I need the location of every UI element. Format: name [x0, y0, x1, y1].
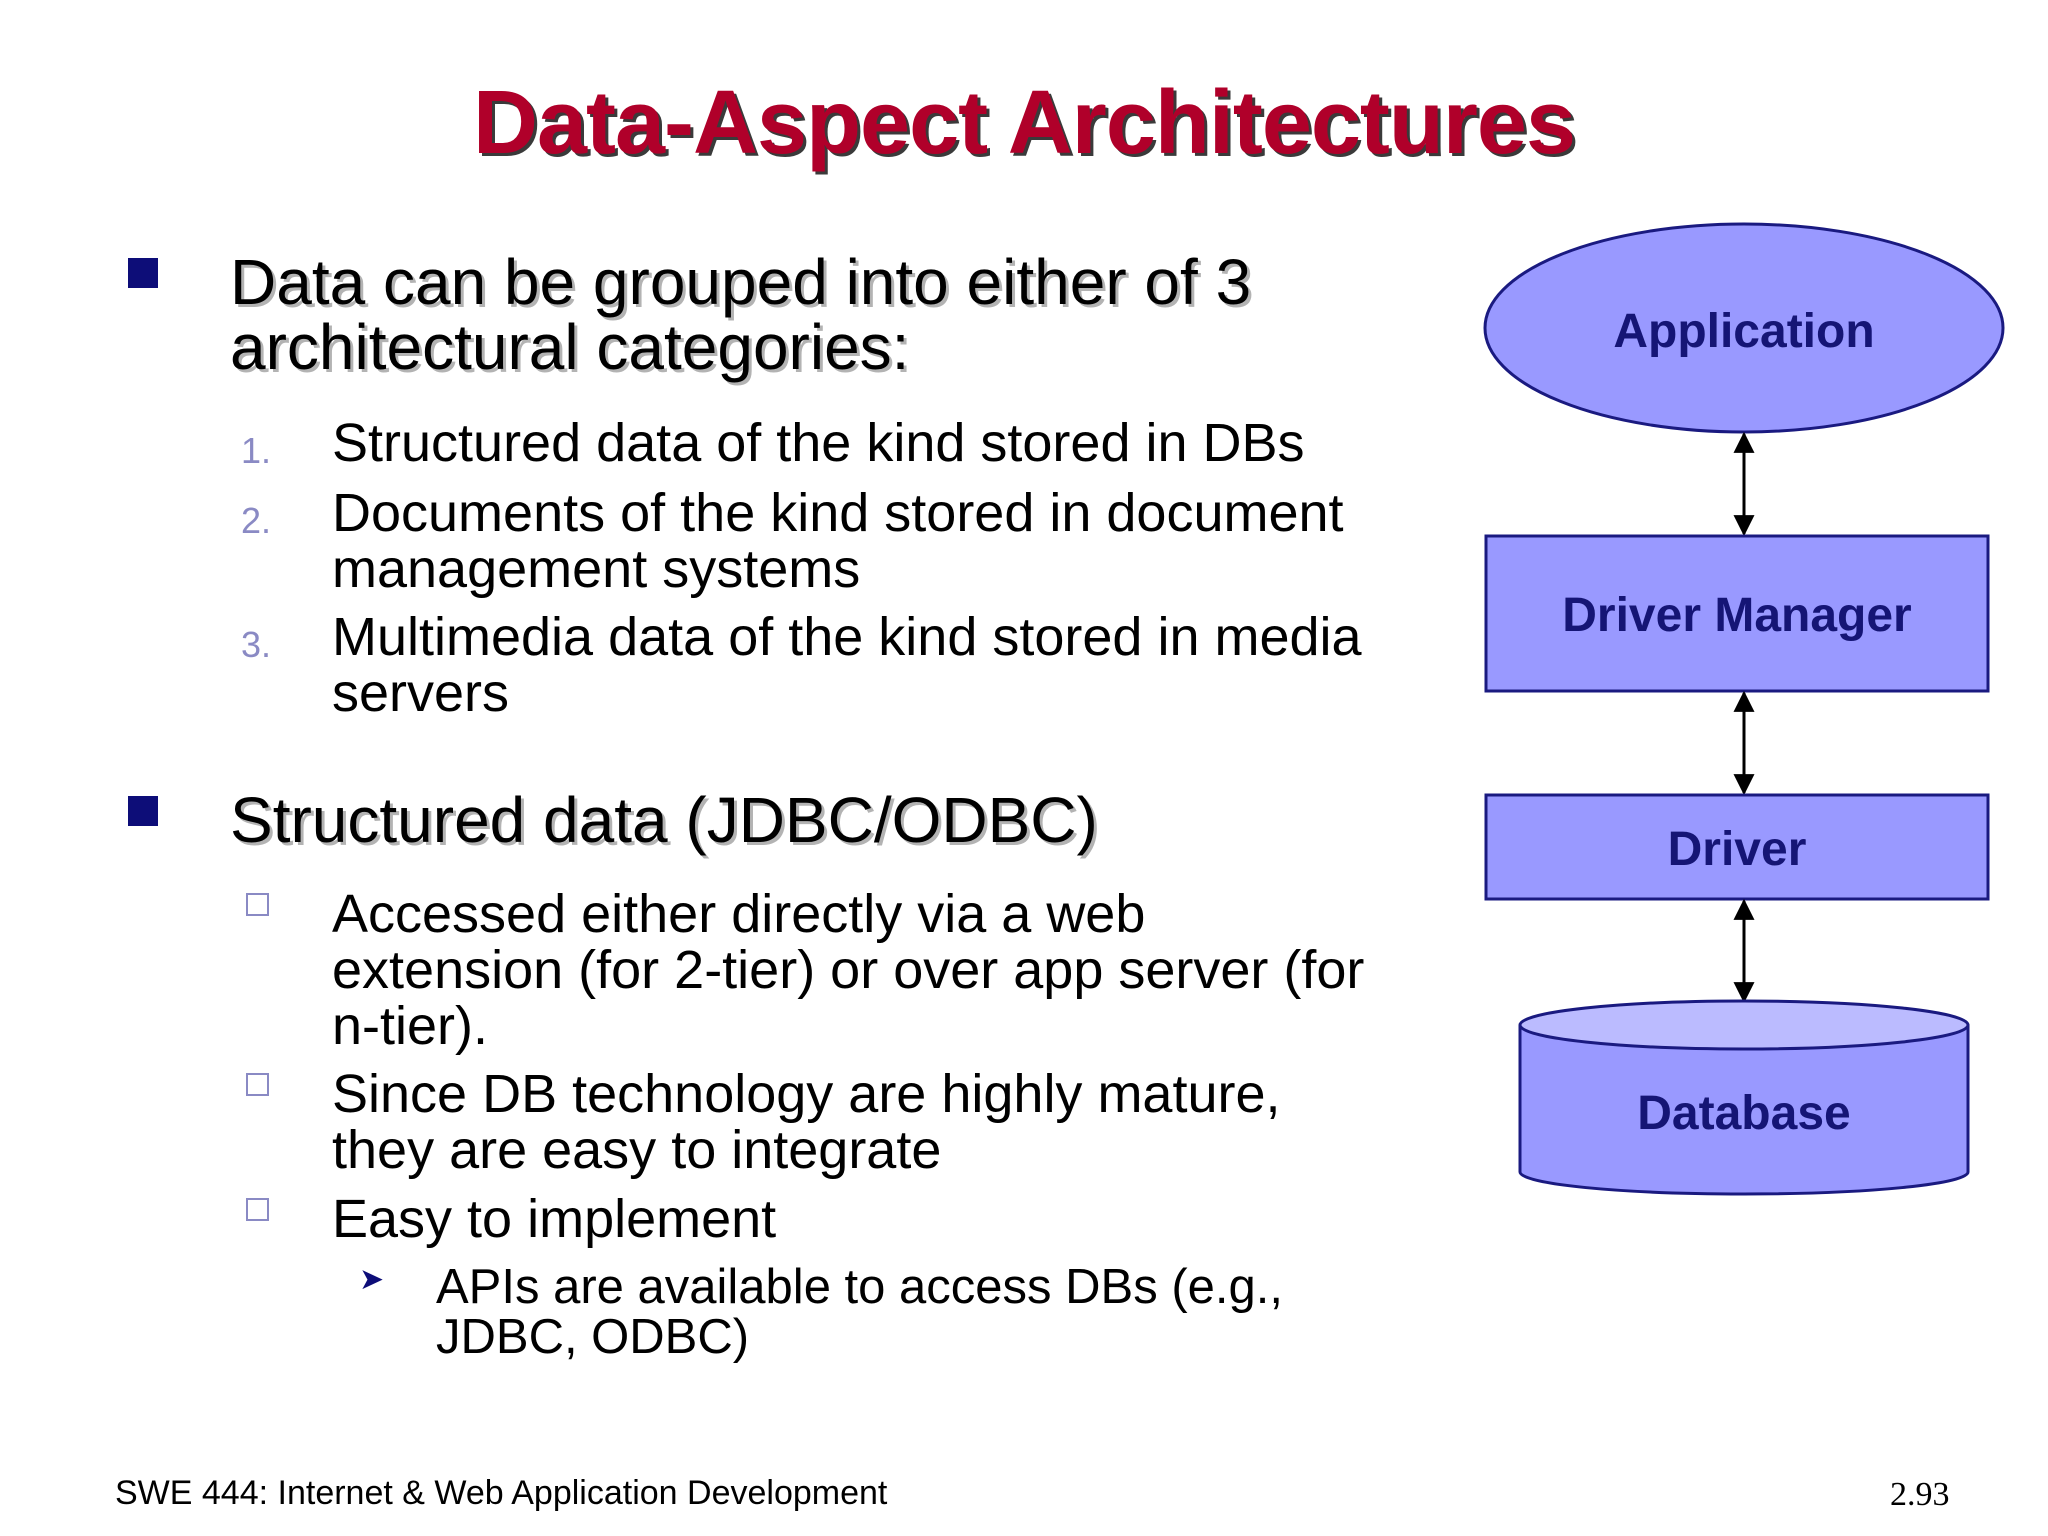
sub-item-2-line-2: they are easy to integrate: [332, 1120, 942, 1180]
sub-item-2-line-1: Since DB technology are highly mature,: [332, 1064, 1281, 1124]
numbered-item-3-line-2: servers: [332, 663, 510, 723]
bullet-1-line-1: Data can be grouped into either of 3: [230, 246, 1252, 318]
numbered-item-2-line-1: Documents of the kind stored in document: [332, 483, 1344, 543]
sub-sub-item-line-2: JDBC, ODBC): [436, 1310, 750, 1364]
numbered-item-1: Structured data of the kind stored in DB…: [332, 415, 1305, 471]
sub-item-3-line-1: Easy to implement: [332, 1189, 777, 1249]
database-label: Database: [1637, 1087, 1851, 1140]
bullet-1-line-2: architectural categories:: [230, 311, 910, 383]
item-number: 3.: [241, 624, 272, 665]
numbered-item-1-line-1: Structured data of the kind stored in DB…: [332, 413, 1305, 473]
sub-item-1-line-1: Accessed either directly via a web: [332, 884, 1146, 944]
driver-manager-label: Driver Manager: [1562, 589, 1912, 642]
sub-item-3: Easy to implement: [332, 1191, 776, 1247]
sub-sub-item: APIs are available to access DBs (e.g., …: [436, 1262, 1283, 1362]
numbered-item-2: Documents of the kind stored in document…: [332, 485, 1344, 597]
hollow-square-bullet-icon: [246, 1073, 269, 1096]
item-number: 1.: [241, 430, 272, 471]
sub-sub-item-line-1: APIs are available to access DBs (e.g.,: [436, 1260, 1283, 1314]
sub-item-1-line-3: n-tier).: [332, 996, 489, 1056]
square-bullet-icon: [128, 796, 158, 826]
numbered-item-3-line-1: Multimedia data of the kind stored in me…: [332, 607, 1362, 667]
item-number: 2.: [241, 500, 272, 541]
driver-manager-node: [1484, 534, 1990, 693]
slide-title: Data-Aspect Architectures: [472, 73, 1576, 173]
driver-label: Driver: [1667, 823, 1807, 876]
sub-item-2: Since DB technology are highly mature, t…: [332, 1066, 1281, 1178]
arrow-bullet-icon: ➤: [359, 1263, 385, 1296]
bullet-1-text: Data can be grouped into either of 3 arc…: [230, 250, 1251, 380]
database-node: [1518, 999, 1970, 1196]
sub-item-1-line-2: extension (for 2-tier) or over app serve…: [332, 940, 1365, 1000]
footer-course: SWE 444: Internet & Web Application Deve…: [115, 1474, 888, 1512]
numbered-item-3: Multimedia data of the kind stored in me…: [332, 609, 1362, 721]
footer-page-number: 2.93: [1890, 1476, 1950, 1513]
driver-node: [1484, 793, 1990, 901]
hollow-square-bullet-icon: [246, 1198, 269, 1221]
square-bullet-icon: [128, 258, 158, 288]
sub-item-1: Accessed either directly via a web exten…: [332, 886, 1364, 1054]
numbered-item-2-line-2: management systems: [332, 539, 861, 599]
bullet-2-text: Structured data (JDBC/ODBC): [230, 784, 1098, 856]
hollow-square-bullet-icon: [246, 893, 269, 916]
application-label: Application: [1613, 305, 1875, 358]
